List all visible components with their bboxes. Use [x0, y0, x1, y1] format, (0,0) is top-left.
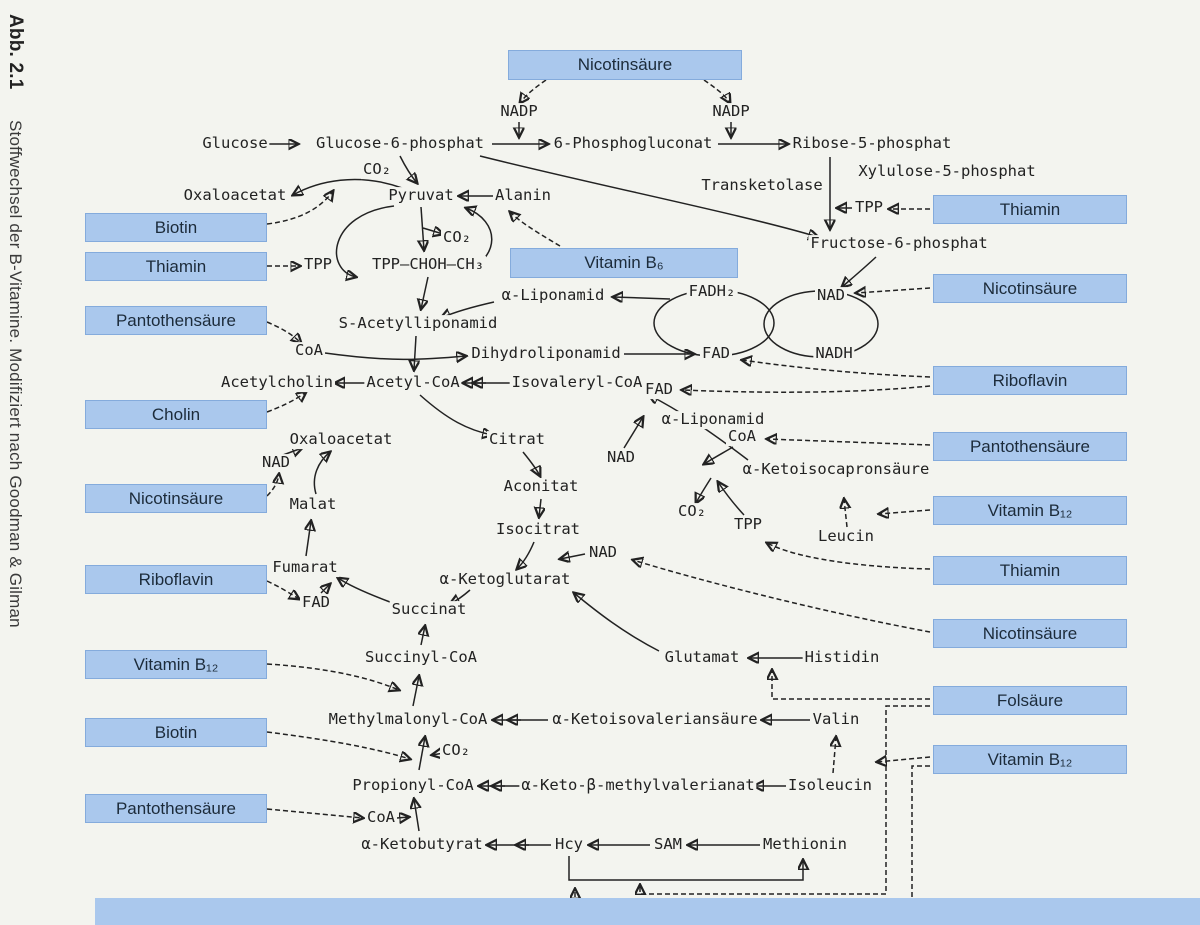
- vitamin-box-riboflavin-left: Riboflavin: [85, 565, 267, 594]
- node-s-acetylliponamid: S-Acetylliponamid: [336, 314, 500, 333]
- node-tpp-leucin: TPP: [732, 515, 764, 534]
- node-fructose-6-phosphat: Fructose-6-phosphat: [808, 234, 990, 253]
- figure-label: Abb. 2.1: [5, 14, 26, 90]
- node-tpp-choh-ch3: TPP–CHOH–CH₃: [370, 255, 486, 274]
- node-acetylcholin: Acetylcholin: [219, 373, 335, 392]
- node-glucose-6-phosphat: Glucose-6-phosphat: [314, 134, 486, 153]
- vitamin-box-biotin-left-2: Biotin: [85, 718, 267, 747]
- vitamin-box-folsaeure-right: Folsäure: [933, 686, 1127, 715]
- vitamin-box-biotin-left-1: Biotin: [85, 213, 267, 242]
- node-coa-3: CoA: [365, 808, 397, 827]
- node-transketolase: Transketolase: [699, 176, 825, 195]
- node-alpha-ketoisovaleriansaeure: α-Ketoisovaleriansäure: [550, 710, 760, 729]
- vitamin-box-pantothensaeure-right: Pantothensäure: [933, 432, 1127, 461]
- node-leucin: Leucin: [816, 527, 876, 546]
- node-malat: Malat: [287, 495, 339, 514]
- node-glucose: Glucose: [200, 134, 270, 153]
- vitamin-box-nicotinsaeure-left: Nicotinsäure: [85, 484, 267, 513]
- node-oxaloacetat-2: Oxaloacetat: [287, 430, 395, 449]
- node-alpha-ketobutyrat: α-Ketobutyrat: [359, 835, 485, 854]
- node-succinat: Succinat: [389, 600, 469, 619]
- node-alanin: Alanin: [493, 186, 553, 205]
- node-citrat: Citrat: [487, 430, 547, 449]
- node-co2-3: CO₂: [676, 502, 708, 521]
- vitamin-box-riboflavin-right: Riboflavin: [933, 366, 1127, 395]
- node-co2-1: CO₂: [361, 160, 393, 179]
- vitamin-box-cholin-left: Cholin: [85, 400, 267, 429]
- node-isocitrat: Isocitrat: [494, 520, 582, 539]
- node-nad-4: NAD: [587, 543, 619, 562]
- node-alpha-ketoisocapronsaeure: α-Ketoisocapronsäure: [740, 460, 932, 479]
- vitamin-box-nicotinsaeure-right-1: Nicotinsäure: [933, 274, 1127, 303]
- vitamin-box-thiamin-right-1: Thiamin: [933, 195, 1127, 224]
- node-ribose-5-phosphat: Ribose-5-phosphat: [790, 134, 954, 153]
- node-sam: SAM: [652, 835, 684, 854]
- vitamin-box-thiamin-left: Thiamin: [85, 252, 267, 281]
- node-fumarat: Fumarat: [270, 558, 340, 577]
- node-nad-2: NAD: [260, 453, 292, 472]
- solid-arrows: [262, 122, 877, 881]
- node-propionyl-coa: Propionyl-CoA: [350, 776, 476, 795]
- vitamin-box-nicotinsaeure-right-2: Nicotinsäure: [933, 619, 1127, 648]
- node-nadh: NADH: [813, 344, 855, 363]
- figure-caption: Abb. 2.1 Stoffwechsel der B-Vitamine. Mo…: [4, 14, 26, 914]
- node-pyruvat: Pyruvat: [386, 186, 456, 205]
- node-aconitat: Aconitat: [501, 477, 581, 496]
- node-fadh2: FADH₂: [686, 282, 738, 301]
- figure-title: Stoffwechsel der B-Vitamine. Modifiziert…: [6, 120, 25, 629]
- node-methylmalonyl-coa: Methylmalonyl-CoA: [326, 710, 490, 729]
- node-glutamat: Glutamat: [662, 648, 742, 667]
- node-coa-2: CoA: [726, 427, 758, 446]
- node-alpha-liponamid-1: α-Liponamid: [499, 286, 607, 305]
- node-6-phosphogluconat: 6-Phosphogluconat: [551, 134, 715, 153]
- node-xylulose-5-phosphat: Xylulose-5-phosphat: [856, 162, 1038, 181]
- vitamin-box-thiamin-right-2: Thiamin: [933, 556, 1127, 585]
- node-co2-4: CO₂: [440, 741, 472, 760]
- node-methionin: Methionin: [761, 835, 849, 854]
- node-oxaloacetat-1: Oxaloacetat: [181, 186, 289, 205]
- node-isovaleryl-coa: Isovaleryl-CoA: [509, 373, 645, 392]
- node-nadp-1: NADP: [498, 102, 540, 121]
- node-tpp-transketolase: TPP: [853, 198, 885, 217]
- node-fad-2: FAD: [643, 380, 675, 399]
- node-nad-1: NAD: [815, 286, 847, 305]
- node-alpha-keto-beta-methylvalerianat: α-Keto-β-methylvalerianat: [519, 776, 757, 795]
- node-nadp-2: NADP: [710, 102, 752, 121]
- bottom-bar: [95, 898, 1200, 925]
- node-alpha-ketoglutarat: α-Ketoglutarat: [437, 570, 573, 589]
- node-valin: Valin: [810, 710, 862, 729]
- node-tpp-pyruvat: TPP: [302, 255, 334, 274]
- node-coa-1: CoA: [293, 341, 325, 360]
- node-nad-3: NAD: [605, 448, 637, 467]
- node-succinyl-coa: Succinyl-CoA: [363, 648, 479, 667]
- vitamin-box-vitamin-b12-right-1: Vitamin B₁₂: [933, 496, 1127, 525]
- node-co2-2: CO₂: [441, 228, 473, 247]
- node-dihydroliponamid: Dihydroliponamid: [469, 344, 623, 363]
- node-fad-1: FAD: [700, 344, 732, 363]
- vitamin-box-pantothensaeure-left-2: Pantothensäure: [85, 794, 267, 823]
- node-hcy: Hcy: [553, 835, 585, 854]
- vitamin-box-pantothensaeure-left-1: Pantothensäure: [85, 306, 267, 335]
- node-isoleucin: Isoleucin: [786, 776, 874, 795]
- node-acetyl-coa: Acetyl-CoA: [364, 373, 462, 392]
- node-histidin: Histidin: [802, 648, 882, 667]
- vitamin-box-vitamin-b12-right-2: Vitamin B₁₂: [933, 745, 1127, 774]
- vitamin-box-nicotinsaeure-top: Nicotinsäure: [508, 50, 742, 80]
- node-fad-3: FAD: [300, 593, 332, 612]
- node-alpha-liponamid-2: α-Liponamid: [659, 410, 767, 429]
- vitamin-box-vitamin-b6: Vitamin B₆: [510, 248, 738, 278]
- vitamin-box-vitamin-b12-left: Vitamin B₁₂: [85, 650, 267, 679]
